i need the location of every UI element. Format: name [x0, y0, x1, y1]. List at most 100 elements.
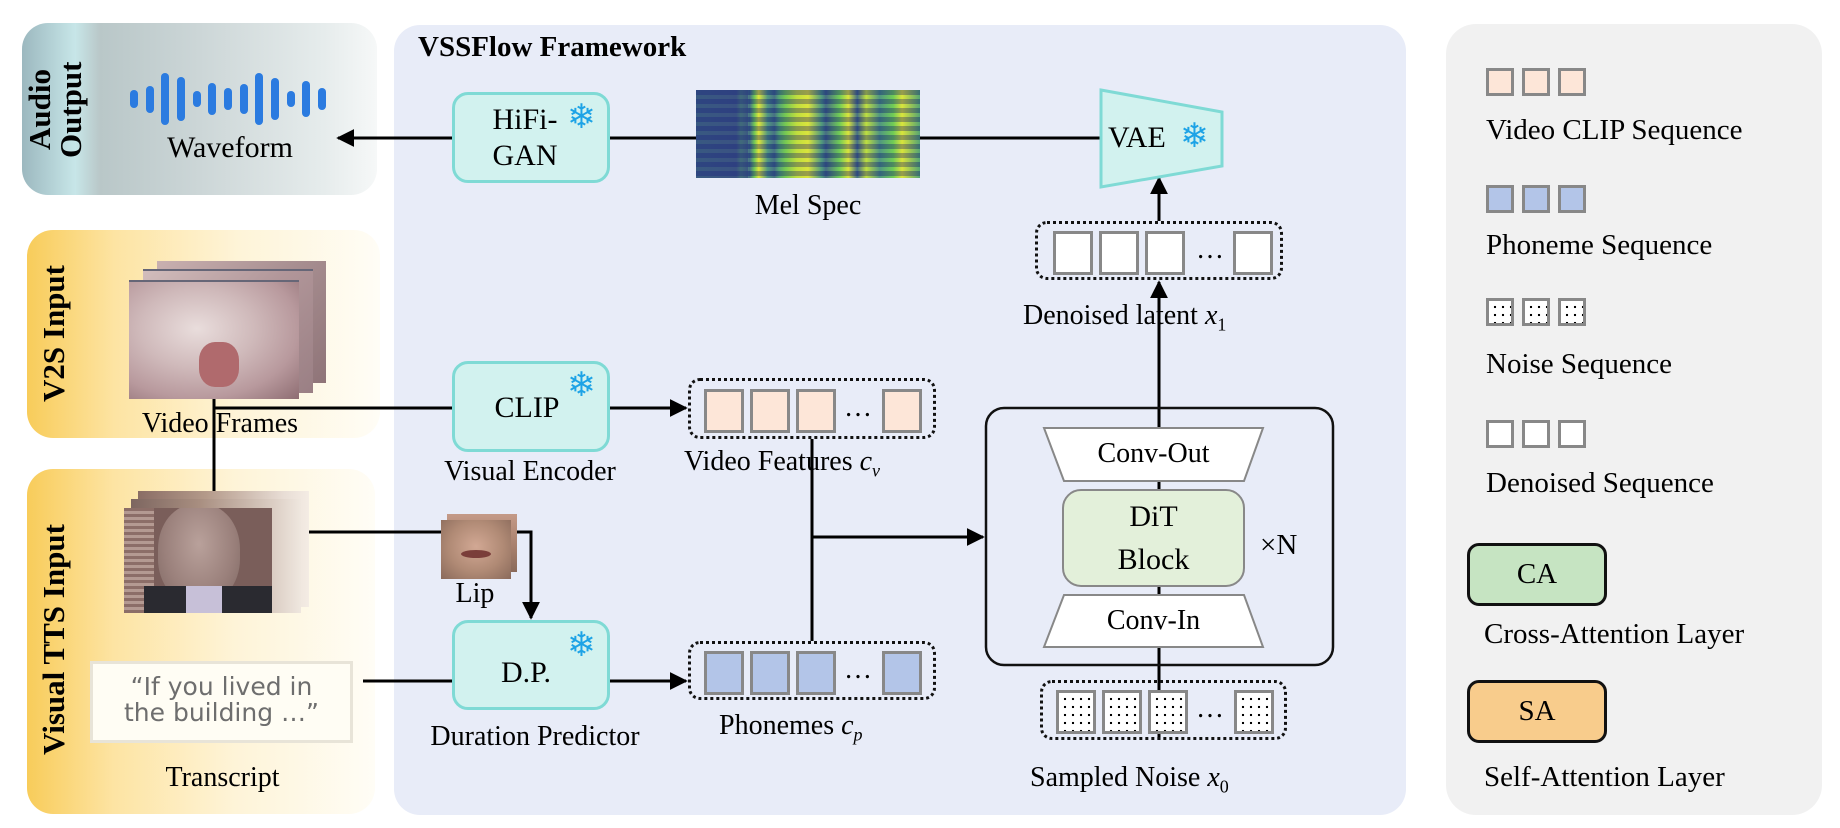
video-frames-label: Video Frames: [141, 408, 299, 439]
legend-swatch: [1558, 420, 1586, 448]
legend-swatch: [1486, 185, 1514, 213]
video-features-sequence: …: [688, 378, 936, 439]
video-features-text: Video Features: [684, 446, 860, 477]
audio-label-line2: Output: [53, 61, 88, 159]
sequence-cell: [704, 651, 744, 695]
dit-stack-box: [984, 406, 1335, 667]
sampled-noise-label: Sampled Noise x0: [1030, 764, 1229, 796]
hifigan-module: HiFi- GAN ❄: [452, 92, 610, 183]
snowflake-icon: ❄: [567, 97, 596, 137]
face-frame-front: [124, 508, 272, 613]
ellipsis: …: [1196, 234, 1224, 265]
legend-swatch: [1486, 68, 1514, 96]
repeat-n-label: ×N: [1260, 529, 1298, 561]
snowflake-icon: ❄: [1180, 116, 1209, 156]
waveform-bar: [192, 90, 201, 108]
denoised-latent-label: Denoised latent x1: [1023, 302, 1226, 334]
transcript-box: “If you lived in the building …”: [90, 661, 353, 743]
phonemes-sequence: …: [688, 641, 936, 700]
legend-swatch: [1522, 298, 1550, 326]
denoised-latent-text: Denoised latent: [1023, 300, 1205, 331]
denoised-latent-sequence: …: [1035, 221, 1283, 280]
framework-title: VSSFlow Framework: [418, 31, 687, 63]
legend-swatch: [1558, 68, 1586, 96]
dp-label: D.P.: [500, 656, 552, 689]
sequence-cell: [750, 389, 790, 433]
clip-module: CLIP ❄: [452, 361, 610, 452]
legend-swatch: [1522, 185, 1550, 213]
dit-label-line1: DiT: [1129, 500, 1178, 533]
waveform-bar: [208, 82, 217, 116]
sequence-cell: [796, 651, 836, 695]
waveform-bar: [271, 77, 279, 121]
conv-out-label: Conv-Out: [1097, 438, 1210, 469]
sequence-cell: [1145, 231, 1185, 275]
transcript-line1: “If you lived in: [130, 672, 313, 701]
snowflake-icon: ❄: [567, 625, 596, 665]
waveform-bar: [239, 84, 248, 114]
phonemes-text: Phonemes: [719, 710, 842, 741]
arrow-face-to-dp: [309, 530, 540, 620]
legend-swatch: [1486, 298, 1514, 326]
legend-swatch: [1522, 68, 1550, 96]
mel-spectrogram-silence: [696, 90, 748, 178]
sequence-cell: [1234, 690, 1274, 734]
legend-sa-box: SA: [1467, 680, 1607, 743]
mel-spec-label: Mel Spec: [754, 190, 862, 221]
visual-tts-input-label: Visual TTS Input: [36, 524, 71, 756]
shirt: [186, 586, 222, 613]
conv-in-block: [1042, 594, 1265, 648]
legend-swatch: [1522, 420, 1550, 448]
sequence-cell: [1102, 690, 1142, 734]
conv-in-label: Conv-In: [1106, 605, 1201, 636]
waveform-icon: [130, 72, 326, 126]
clip-label: CLIP: [494, 391, 560, 424]
sequence-cell: [1148, 690, 1188, 734]
waveform-bar: [302, 80, 311, 118]
legend-label: Denoised Sequence: [1486, 467, 1714, 499]
visual-encoder-label: Visual Encoder: [444, 456, 616, 487]
lip-frame-front: [441, 520, 511, 579]
audio-output-panel: [22, 23, 377, 195]
sampled-noise-sequence: …: [1040, 680, 1287, 740]
legend-swatch: [1486, 420, 1514, 448]
sequence-cell: [1233, 231, 1273, 275]
transcript-label: Transcript: [165, 762, 280, 793]
waveform-bar: [130, 89, 138, 109]
vae-label: VAE: [1108, 121, 1166, 154]
vae-block: [1099, 88, 1224, 189]
cat-mouth: [199, 342, 239, 387]
waveform-bar: [177, 77, 185, 121]
audio-output-label: Audio Output: [22, 35, 104, 185]
waveform-bar: [286, 90, 295, 108]
waveform-bar: [161, 73, 170, 125]
math-symbol: x: [1207, 762, 1220, 793]
sequence-cell: [882, 651, 922, 695]
duration-predictor-module: D.P. ❄: [452, 620, 610, 710]
dit-block: [1062, 489, 1245, 587]
math-subscript: v: [872, 460, 881, 481]
sequence-cell: [750, 651, 790, 695]
sequence-cell: [1053, 231, 1093, 275]
lip-label: Lip: [455, 578, 495, 609]
conv-out-block: [1042, 427, 1265, 482]
waveform-label: Waveform: [167, 131, 293, 164]
ellipsis: …: [844, 654, 872, 685]
sequence-cell: [704, 389, 744, 433]
waveform-bar: [318, 87, 326, 111]
math-symbol: c: [841, 710, 854, 741]
legend-label: Video CLIP Sequence: [1486, 114, 1743, 146]
transcript-line2: the building …”: [123, 698, 319, 728]
waveform-bar: [255, 72, 264, 126]
sequence-cell: [882, 389, 922, 433]
math-symbol: x: [1204, 300, 1218, 331]
legend-ca-label: Cross-Attention Layer: [1484, 618, 1745, 650]
duration-predictor-label: Duration Predictor: [430, 721, 640, 752]
mel-spectrogram-image: [696, 90, 920, 178]
audio-label-line1: Audio: [22, 69, 57, 151]
legend-swatch: [1558, 298, 1586, 326]
video-features-label: Video Features cv: [684, 448, 880, 480]
math-subscript: p: [853, 724, 863, 745]
sequence-cell: [1056, 690, 1096, 734]
